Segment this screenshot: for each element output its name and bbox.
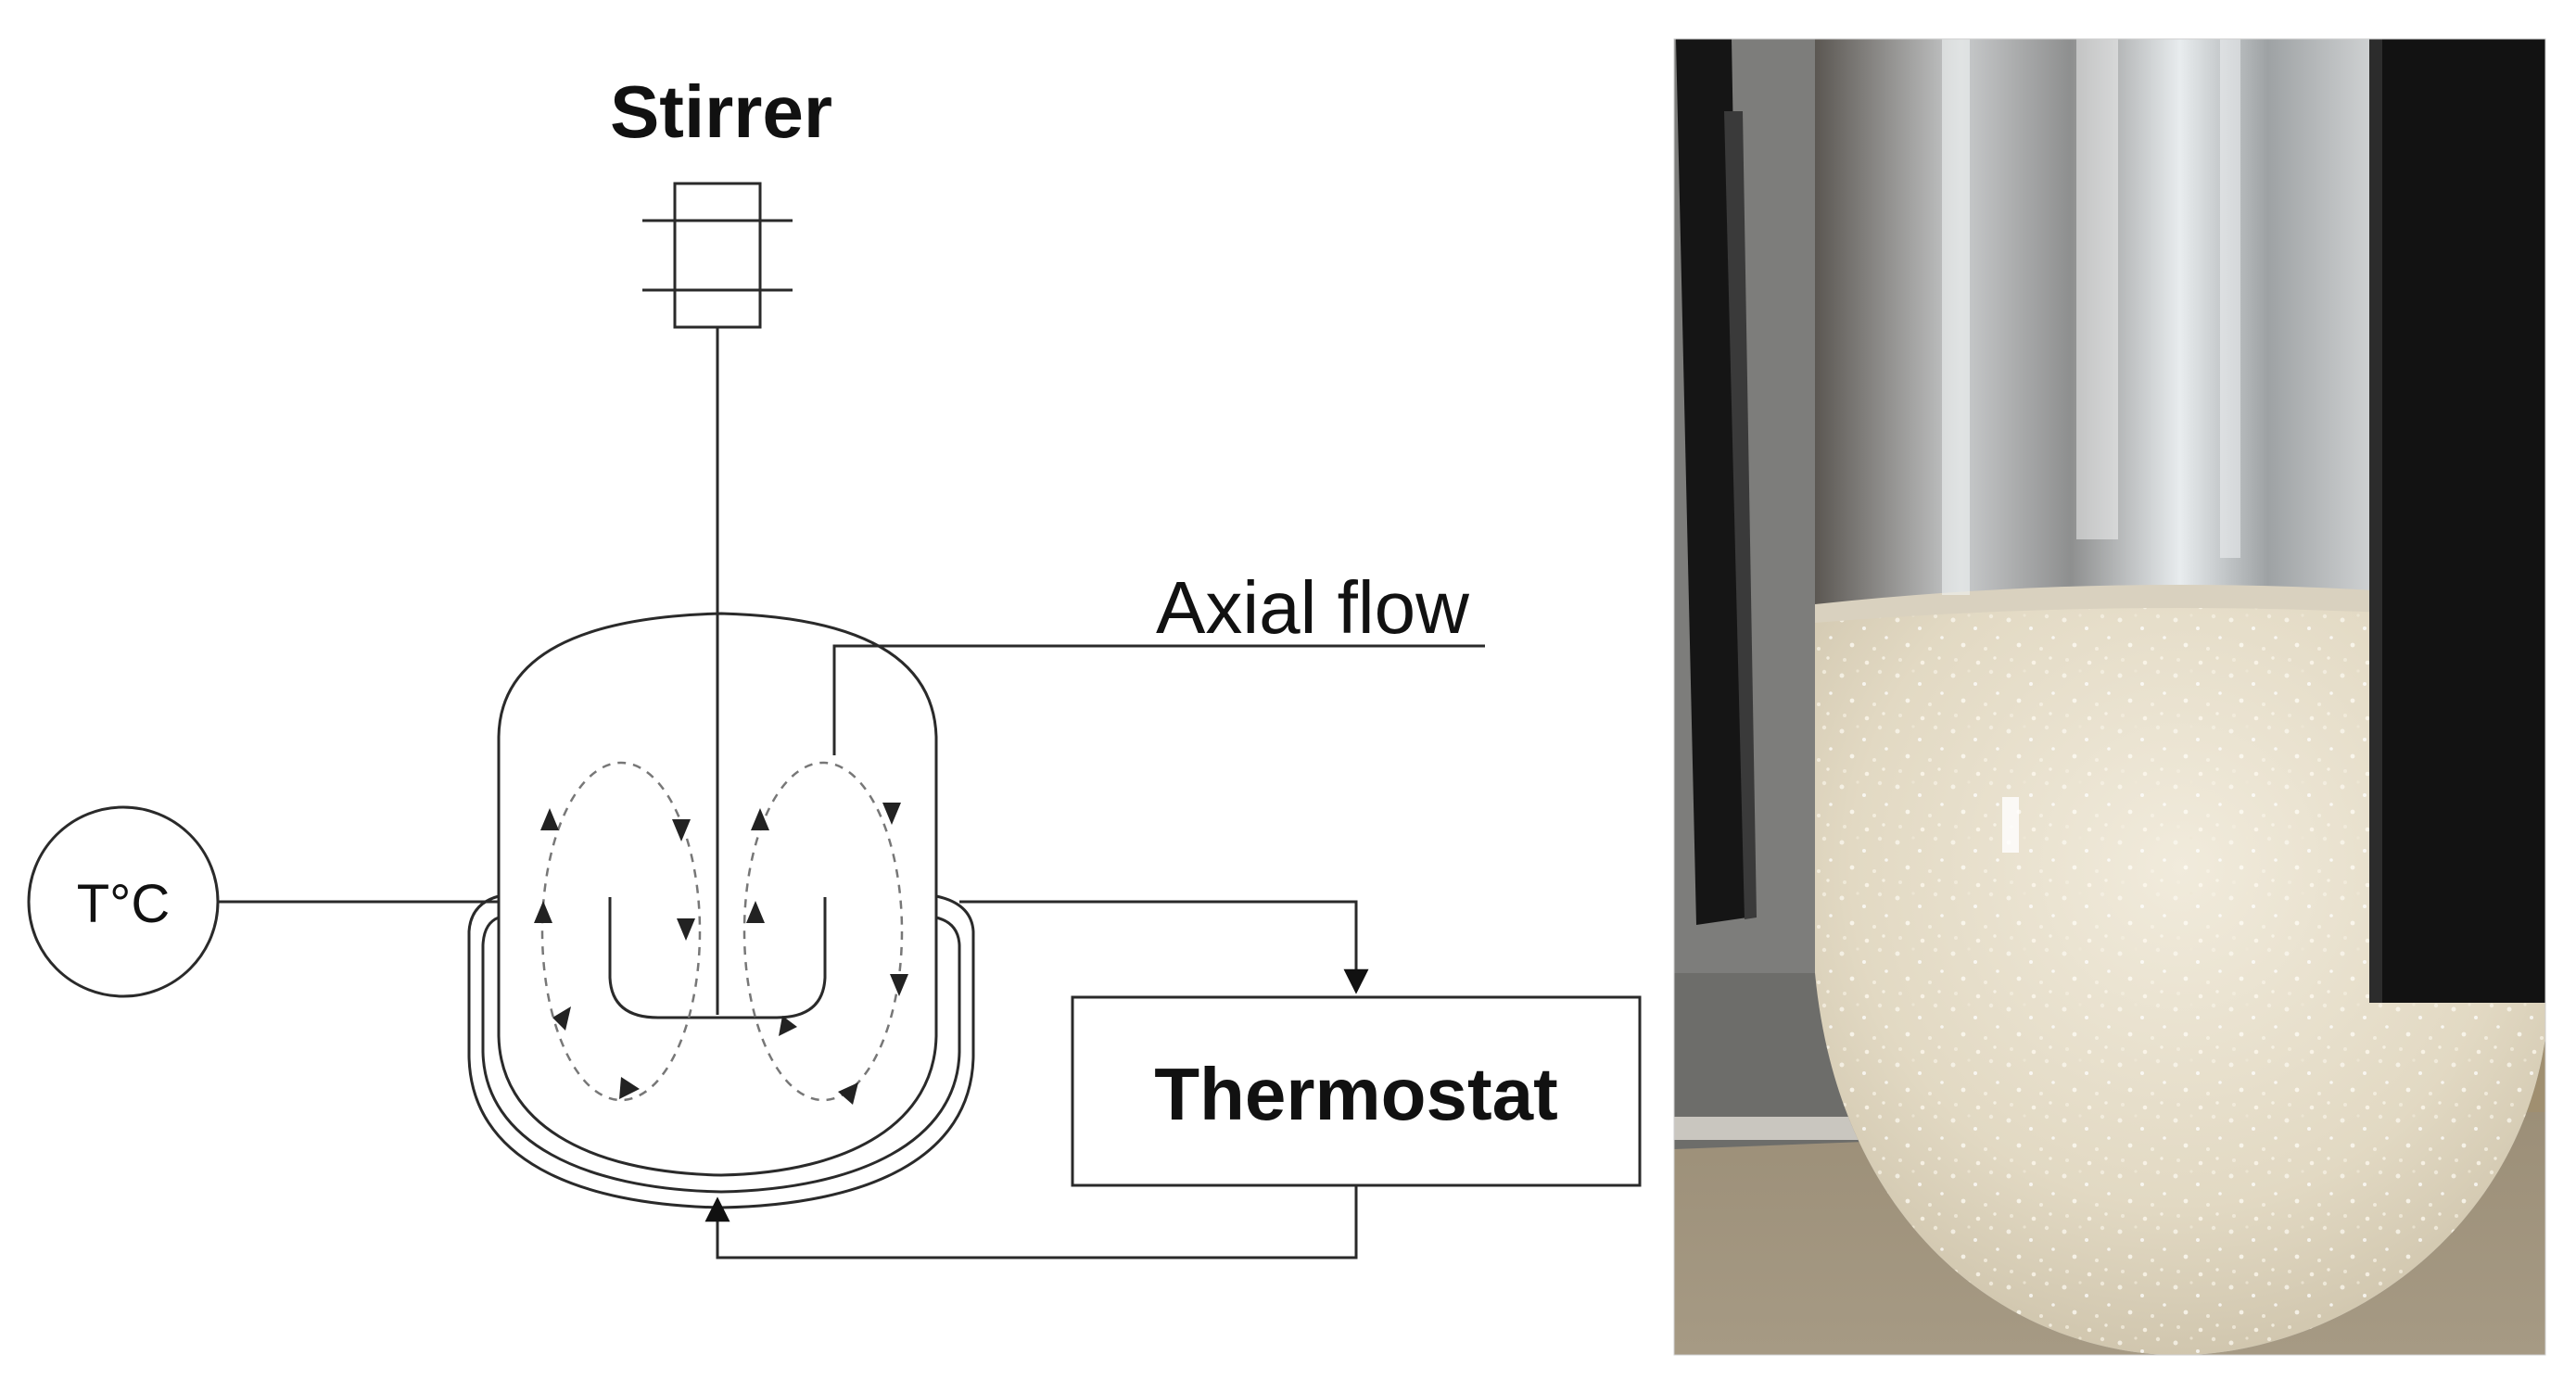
reactor-photograph	[1674, 39, 2545, 1355]
flow-arrow	[838, 1082, 858, 1105]
circulation-loops	[540, 761, 904, 1102]
left-flow-loop	[540, 761, 702, 1102]
flow-arrow	[534, 901, 552, 923]
stirrer-motor-icon	[642, 182, 793, 329]
thermostat-supply-line	[959, 900, 1369, 994]
jacket-inner	[481, 916, 961, 1194]
stirrer-label: Stirrer	[610, 70, 832, 153]
impeller	[608, 897, 827, 1019]
flow-arrow	[619, 1077, 640, 1099]
reactor-vessel	[497, 612, 938, 1177]
flow-arrow	[672, 819, 691, 842]
photo-frame	[1673, 38, 2546, 1356]
flow-arrow	[890, 974, 908, 996]
temperature-label: T°C	[77, 874, 171, 934]
flow-arrowheads	[534, 803, 908, 1105]
flow-arrow	[882, 803, 901, 825]
flow-arrow	[540, 808, 559, 830]
thermostat-return-line	[704, 1185, 1358, 1259]
temperature-probe-icon	[27, 805, 220, 998]
flow-arrow	[677, 918, 695, 941]
jacket-outer	[467, 894, 975, 1209]
axial-flow-label: Axial flow	[1156, 566, 1469, 649]
flow-arrow	[746, 901, 765, 923]
axial-flow-pointer	[832, 644, 1485, 755]
flow-arrow	[552, 1006, 571, 1031]
right-flow-loop	[742, 761, 904, 1102]
reactor-schematic: Stirrer	[27, 70, 1642, 1259]
flow-arrow	[751, 808, 769, 830]
thermostat-label: Thermostat	[1154, 1053, 1558, 1135]
flow-arrow	[779, 1016, 797, 1036]
